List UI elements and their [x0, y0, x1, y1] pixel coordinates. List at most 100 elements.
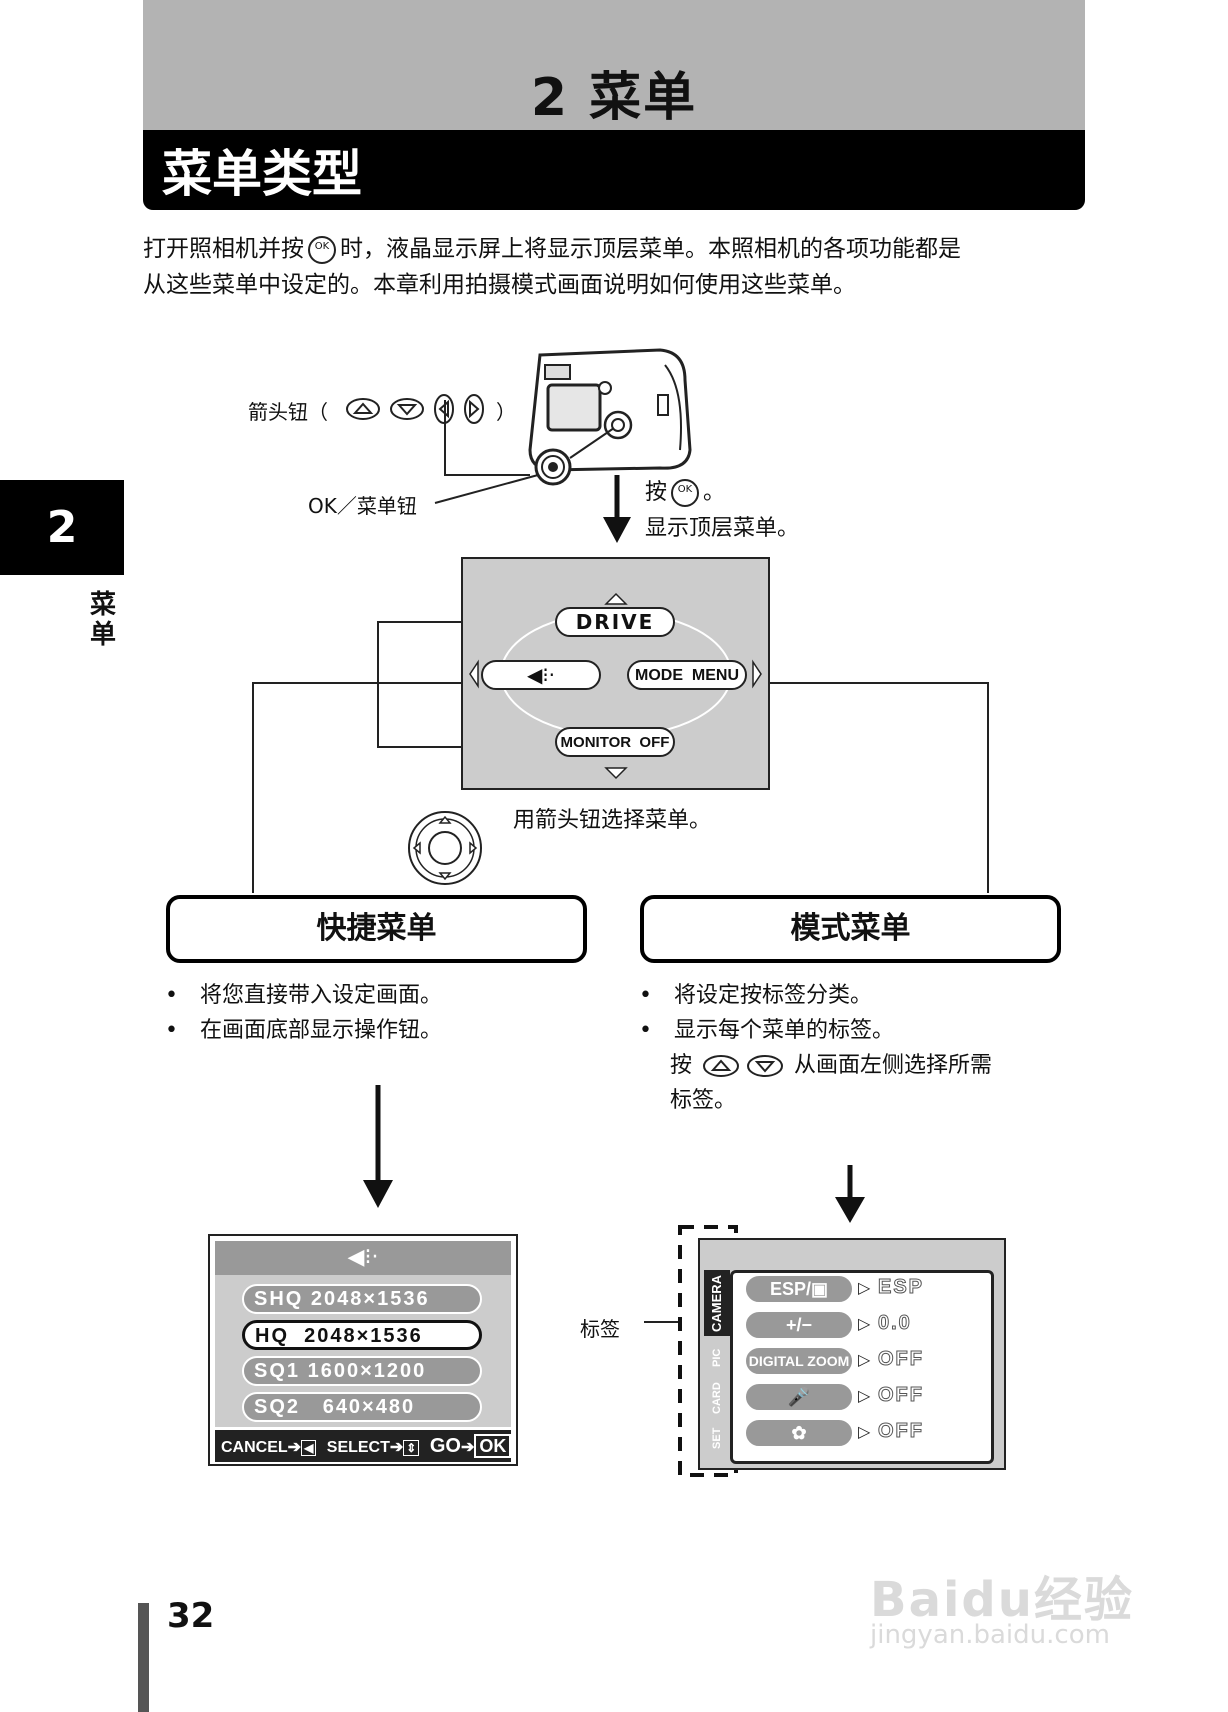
section-header-bar: [143, 130, 1085, 210]
shortcut-menu-box: 快捷菜单: [166, 895, 587, 963]
camera-illustration: [346, 348, 692, 504]
camera-icon: [528, 348, 692, 472]
mode-bullet-2-line-3: 标签。: [670, 1088, 737, 1113]
mode-item-name: ESP/▣: [744, 1274, 854, 1304]
select-menu-instruction: 用箭头钮选择菜单。: [513, 808, 712, 833]
right-arrow-icon: ▷: [858, 1422, 871, 1441]
press-text-b: 。: [703, 480, 726, 505]
ok-button-icon: OK: [308, 235, 336, 264]
intro-text-b: 时，液晶显示屏上将显示顶层菜单。本照相机的各项功能都是: [340, 236, 961, 262]
mode-tab-set[interactable]: SET: [704, 1420, 730, 1456]
exposure-compensation-icon: +/−: [785, 1315, 813, 1335]
shortcut-bullet-2: • 在画面底部显示操作钮。: [165, 1018, 442, 1043]
down-arrow-icon: [604, 767, 628, 780]
select-label: SELECT: [326, 1439, 390, 1456]
tab-label: 标签: [580, 1313, 620, 1342]
mode-bullet-1-text: 将设定按标签分类。: [673, 983, 872, 1008]
mode-bullet-2-line-2: 按 从画面左侧选择所需: [670, 1048, 992, 1083]
arrow-pad-icon: [408, 811, 482, 885]
mode-menu-box: 模式菜单: [640, 895, 1061, 963]
mode-item-value: ESP: [877, 1276, 925, 1299]
chapter-side-label: 菜单: [89, 590, 116, 650]
mode-item-label: ESP/: [769, 1279, 811, 1299]
mode-bullet-2-text: 显示每个菜单的标签。: [673, 1018, 894, 1043]
mode-item-name: 🎤: [744, 1382, 854, 1412]
watermark-url: jingyan.baidu.com: [870, 1620, 1110, 1650]
mode-menu-item[interactable]: DIGITAL ZOOM ▷ OFF: [744, 1346, 994, 1376]
section-title: 菜单类型: [162, 145, 362, 203]
quick-menu-footer: CANCEL➔◀ SELECT➔⇕ GO➔OK: [215, 1430, 512, 1462]
ok-menu-button-label: OK／菜单钮: [308, 494, 417, 518]
mode-tab-camera[interactable]: CAMERA: [704, 1270, 730, 1336]
macro-flower-icon: ✿: [791, 1423, 807, 1443]
mode-menu-item[interactable]: ESP/▣▷ESP: [744, 1274, 994, 1304]
go-label: GO: [429, 1435, 461, 1457]
up-arrow-icon: [604, 592, 628, 605]
mode-menu-item[interactable]: ✿ ▷ OFF: [744, 1418, 994, 1448]
mode-menu-item[interactable]: MODE MENU: [627, 660, 747, 690]
mode-item-name: ✿: [744, 1418, 854, 1448]
down-arrow-icon: [363, 1085, 393, 1208]
down-arrow-icon: [603, 475, 631, 543]
up-down-arrow-icons: [703, 1055, 784, 1077]
mode-bullet-1: • 将设定按标签分类。: [639, 983, 872, 1008]
right-arrow-icon: ▷: [858, 1386, 871, 1405]
quality-option-row[interactable]: SQ2 640×480: [242, 1392, 482, 1422]
intro-text-a: 打开照相机并按: [143, 236, 304, 262]
mode-item-value: OFF: [878, 1348, 924, 1371]
mode-item-value: OFF: [878, 1420, 924, 1443]
page-number: 32: [167, 1596, 215, 1636]
image-quality-icon: ◀⁝·: [215, 1241, 511, 1275]
right-arrow-icon: ▷: [858, 1350, 871, 1369]
arrow-button-label-close: ）: [496, 400, 516, 424]
mode-menu-item[interactable]: +/− ▷ 0.0: [744, 1310, 994, 1340]
mode-press-text: 按: [670, 1053, 693, 1078]
watermark-brand: Baidu经验: [870, 1572, 1134, 1628]
right-arrow-icon: [752, 659, 762, 689]
chapter-title: 2 菜单: [530, 68, 698, 128]
down-arrow-icon: [835, 1165, 865, 1223]
mode-item-name: DIGITAL ZOOM: [744, 1346, 854, 1376]
chapter-header-bar: [143, 0, 1085, 130]
quality-option-row[interactable]: HQ 2048×1536: [242, 1320, 482, 1350]
left-arrow-icon: [469, 659, 479, 689]
tab-label-text: 标签: [580, 1317, 620, 1341]
arrow-pad-zoom-icon: [534, 427, 615, 486]
arrow-button-label-open: 箭头钮（: [248, 400, 328, 424]
page-number-bar: [138, 1603, 149, 1712]
drive-menu-item[interactable]: DRIVE: [555, 607, 675, 637]
mode-tab-card[interactable]: CARD: [704, 1380, 730, 1416]
quality-option-row[interactable]: SQ1 1600×1200: [242, 1356, 482, 1386]
quality-menu-item[interactable]: ◀⁝·: [481, 660, 601, 690]
arrow-key-icons: [346, 394, 484, 424]
mode-item-value: 0.0: [878, 1312, 912, 1335]
mode-item-value: OFF: [878, 1384, 924, 1407]
quality-option-row[interactable]: SHQ 2048×1536: [242, 1284, 482, 1314]
shortcut-bullet-2-text: 在画面底部显示操作钮。: [199, 1018, 442, 1043]
spot-metering-icon: ▣: [811, 1279, 829, 1299]
ok-key-label: OK: [474, 1434, 512, 1458]
mode-menu-item[interactable]: 🎤 ▷ OFF: [744, 1382, 994, 1412]
shortcut-bullet-1-text: 将您直接带入设定画面。: [199, 983, 442, 1008]
mode-select-tab-text: 从画面左侧选择所需: [794, 1053, 993, 1078]
microphone-icon: 🎤: [787, 1387, 811, 1407]
intro-line-2: 从这些菜单中设定的。本章利用拍摄模式画面说明如何使用这些菜单。: [143, 272, 856, 298]
press-text-a: 按: [645, 480, 668, 505]
image-quality-icon: ◀⁝·: [526, 663, 556, 687]
show-top-menu-text: 显示顶层菜单。: [645, 516, 800, 541]
top-menu-screen: DRIVE ◀⁝· MODE MENU MONITOR OFF: [461, 557, 770, 790]
shortcut-bullet-1: • 将您直接带入设定画面。: [165, 983, 442, 1008]
mode-bullet-2: • 显示每个菜单的标签。: [639, 1018, 894, 1043]
mode-tab-pic[interactable]: PIC: [704, 1340, 730, 1376]
mode-item-label: DIGITAL ZOOM: [748, 1353, 850, 1369]
monitor-off-menu-item[interactable]: MONITOR OFF: [555, 727, 675, 757]
chapter-side-tab: 2: [0, 480, 124, 575]
up-down-key-icon: ⇕: [403, 1440, 420, 1456]
right-arrow-icon: ▷: [858, 1314, 871, 1333]
ok-button-icon: OK: [671, 479, 700, 507]
left-key-icon: ◀: [301, 1440, 317, 1456]
